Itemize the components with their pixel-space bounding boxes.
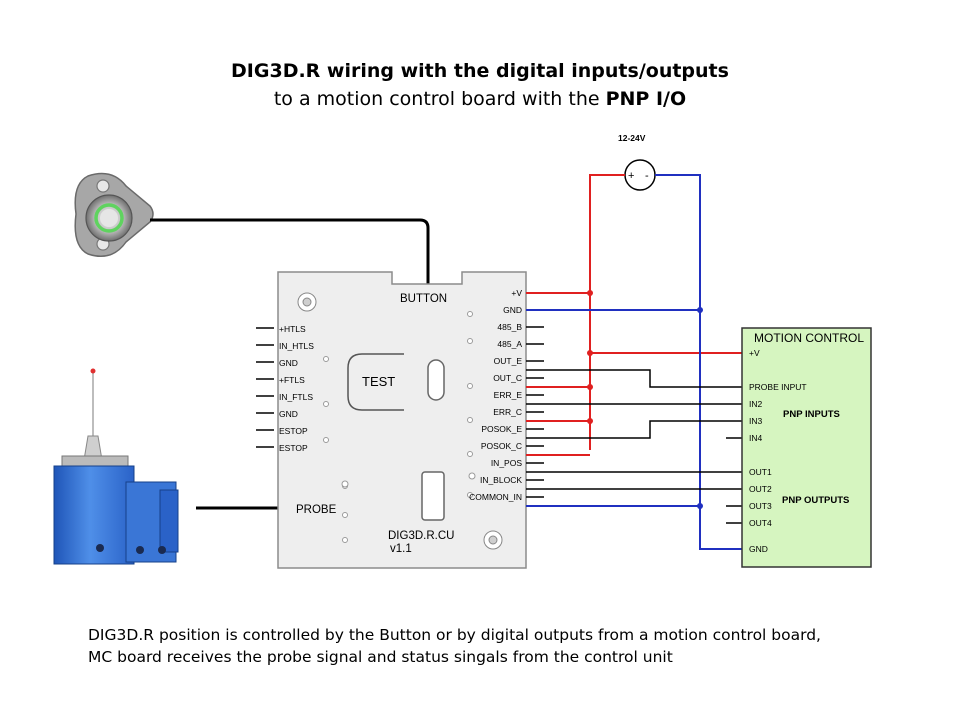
left-pin-in-htls: IN_HTLS xyxy=(279,341,314,351)
test-label: TEST xyxy=(362,374,395,389)
caption-line1: DIG3D.R position is controlled by the Bu… xyxy=(88,626,821,644)
mc-pin-out2: OUT2 xyxy=(749,484,772,494)
right-pin-out-c: OUT_C xyxy=(493,373,522,383)
power-supply-label: 12-24V xyxy=(618,133,646,143)
right-pin-err-e: ERR_E xyxy=(494,390,523,400)
negative-wires xyxy=(526,174,742,550)
test-slot xyxy=(427,359,445,401)
left-pin-estop: ESTOP xyxy=(279,443,308,453)
mc-pin-in3: IN3 xyxy=(749,416,763,426)
title-line2-prefix: to a motion control board with the xyxy=(273,88,606,110)
left-pin-group: +HTLS IN_HTLS GND +FTLS IN_FTLS GND ESTOP ESTOP xyxy=(256,324,314,453)
probe-device xyxy=(53,368,179,565)
right-pin-common-in: COMMON_IN xyxy=(469,492,522,502)
power-supply: 12-24V + - xyxy=(618,133,656,191)
left-pin-estop: ESTOP xyxy=(279,426,308,436)
motion-control-board xyxy=(741,327,872,568)
positive-wires xyxy=(526,174,742,456)
right-pin-485-a: 485_A xyxy=(497,339,522,349)
mc-pin-gnd: GND xyxy=(749,544,768,554)
pnp-outputs-label: PNP OUTPUTS xyxy=(782,495,849,506)
mc-pin-v: +V xyxy=(749,348,760,358)
mc-pin-out4: OUT4 xyxy=(749,518,772,528)
caption-line2: MC board receives the probe signal and s… xyxy=(88,648,673,666)
left-pin-gnd: GND xyxy=(279,358,298,368)
left-pin-in-ftls: IN_FTLS xyxy=(279,392,313,402)
button-cable xyxy=(150,218,430,286)
left-pin-ftls: +FTLS xyxy=(279,375,305,385)
right-pin-posok-e: POSOK_E xyxy=(481,424,522,434)
board-slot xyxy=(421,471,445,521)
signal-wires xyxy=(526,369,742,524)
control-unit-board xyxy=(277,271,527,569)
board-model: DIG3D.R.CU xyxy=(388,530,454,542)
test-button-outline xyxy=(347,353,404,411)
mc-pin-out3: OUT3 xyxy=(749,501,772,511)
motion-control-pins: +V PROBE INPUT IN2IN3IN4OUT1OUT2OUT3OUT4GN… xyxy=(749,348,807,554)
right-pin-group: +V GND 485_B 485_A OUT_E OUT_C ERR_E ERR_C POSOK… xyxy=(469,288,544,502)
board-mounting-holes xyxy=(297,292,503,550)
button-label: BUTTON xyxy=(400,293,447,305)
motion-control-title: MOTION CONTROL xyxy=(754,331,864,345)
diagram-title-line2: to a motion control board with the PNP I… xyxy=(0,88,960,110)
mc-pin-probe-input: PROBE INPUT xyxy=(749,382,807,392)
push-button-device xyxy=(74,172,154,257)
right-pin-485-b: 485_B xyxy=(497,322,522,332)
mc-pin-in4: IN4 xyxy=(749,433,763,443)
right-pin-err-c: ERR_C xyxy=(493,407,522,417)
probe-label: PROBE xyxy=(296,504,337,516)
left-pin-gnd: GND xyxy=(279,409,298,419)
title-line2-bold: PNP I/O xyxy=(605,88,687,110)
right-pin-in-block: IN_BLOCK xyxy=(480,475,522,485)
left-pin-htls: +HTLS xyxy=(279,324,306,334)
pnp-inputs-label: PNP INPUTS xyxy=(783,409,840,420)
wire-junction-dots xyxy=(587,290,703,509)
diagram-title-line1: DIG3D.R wiring with the digital inputs/o… xyxy=(231,60,729,82)
power-plus-sign: + xyxy=(628,170,634,182)
right-pin-posok-c: POSOK_C xyxy=(481,441,522,451)
right-pin-in-pos: IN_POS xyxy=(491,458,523,468)
right-pin-gnd: GND xyxy=(503,305,522,315)
mc-pin-out1: OUT1 xyxy=(749,467,772,477)
board-small-holes xyxy=(323,311,476,543)
mc-pin-in2: IN2 xyxy=(749,399,763,409)
right-pin-out-e: OUT_E xyxy=(494,356,523,366)
right-pin-v: +V xyxy=(511,288,522,298)
power-minus-sign: - xyxy=(645,170,649,182)
board-version: v1.1 xyxy=(390,543,412,555)
